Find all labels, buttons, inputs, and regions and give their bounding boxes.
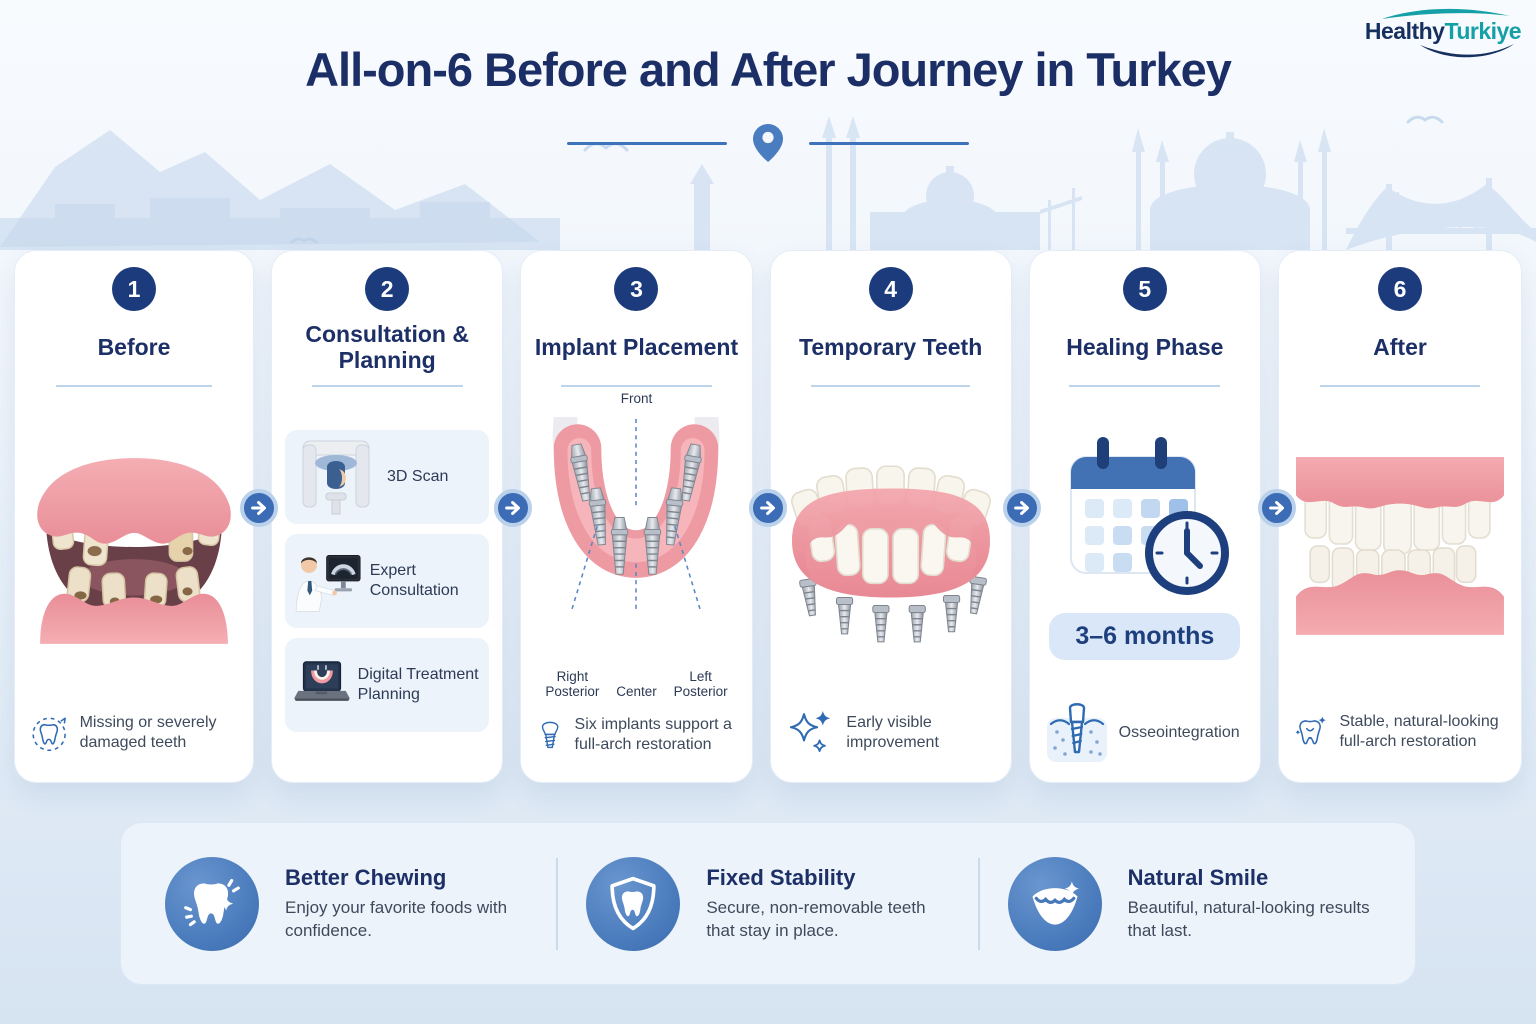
- sub-item-label: Expert Consultation: [369, 562, 459, 599]
- sub-item-digital-planning: Digital Treatment Planning: [285, 637, 490, 732]
- step-arrow-icon: [494, 489, 532, 527]
- damaged-teeth-illustration: [37, 457, 231, 644]
- laptop-plan-illustration: [294, 660, 350, 701]
- brand-word-healthy: Healthy: [1364, 18, 1445, 44]
- divider-line-right: [809, 141, 969, 145]
- temporary-denture-illustration: [790, 464, 991, 643]
- card-divider: [560, 385, 713, 387]
- benefit-description: Enjoy your favorite foods with confidenc…: [285, 898, 508, 940]
- sub-item-expert-consultation: Expert Consultation: [285, 533, 490, 628]
- step-caption: Osseointegration: [1118, 723, 1240, 741]
- sub-item-label: Digital Treatment Planning: [357, 666, 479, 703]
- step-number-badge: 3: [614, 267, 659, 311]
- step-caption: Missing or severely damaged teeth: [79, 713, 217, 751]
- diagram-label-center: Center: [616, 684, 657, 700]
- benefit-description: Secure, non-removable teeth that stay in…: [706, 898, 926, 940]
- six-implants-jaw-illustration: [553, 417, 720, 610]
- implant-icon: [542, 721, 559, 749]
- card-divider: [55, 385, 213, 387]
- card-divider: [811, 385, 970, 387]
- benefits-divider: [977, 857, 980, 950]
- smiling-tooth-icon: [1295, 716, 1326, 745]
- shield-tooth-icon: [610, 876, 656, 930]
- smile-icon: [1032, 881, 1079, 925]
- step-card-before: 1 Before: [14, 250, 254, 783]
- benefit-description: Beautiful, natural-looking results that …: [1127, 898, 1370, 940]
- step-title: Healing Phase: [1066, 334, 1224, 361]
- healing-duration-badge: 3–6 months: [1049, 613, 1241, 660]
- step-card-implant-placement: 3 Implant Placement Front: [520, 250, 753, 783]
- implant-bone-icon: [1046, 703, 1107, 762]
- benefit-fixed-stability: Fixed Stability Secure, non-removable te…: [586, 856, 949, 951]
- step-number-badge: 5: [1122, 267, 1167, 311]
- page-title: All-on-6 Before and After Journey in Tur…: [305, 43, 1232, 96]
- divider-line-left: [567, 141, 727, 145]
- card-divider: [1320, 385, 1480, 387]
- benefit-title: Fixed Stability: [706, 865, 856, 891]
- healthy-teeth-illustration: [1296, 456, 1504, 635]
- sparkles-icon: [789, 710, 830, 753]
- diagram-label-left-posterior: Left Posterior: [673, 668, 728, 700]
- step-arrow-icon: [749, 489, 787, 527]
- step-title: Temporary Teeth: [799, 334, 983, 361]
- calendar-clock-illustration: [1069, 437, 1229, 595]
- step-title: Implant Placement: [534, 334, 739, 361]
- location-pin-icon: [753, 124, 783, 162]
- doctor-monitor-illustration: [295, 554, 361, 612]
- brand-logo: HealthyTurkiye: [1364, 8, 1522, 59]
- tooth-dashed-circle-icon: [32, 717, 66, 752]
- step-caption: Six implants support a full-arch restora…: [574, 715, 732, 753]
- sub-item-label: 3D Scan: [387, 467, 449, 485]
- step-arrow-icon: [1003, 489, 1041, 527]
- step-title: Before: [97, 334, 171, 361]
- step-arrow-icon: [240, 489, 278, 527]
- step-caption: Early visible improvement: [846, 713, 939, 751]
- benefits-divider: [556, 857, 559, 950]
- tooth-sparkle-icon: [184, 878, 240, 926]
- step-number-badge: 6: [1377, 267, 1422, 311]
- benefit-title: Natural Smile: [1127, 865, 1269, 891]
- cbct-scanner-illustration: [302, 440, 370, 514]
- diagram-label-right-posterior: Right Posterior: [545, 668, 600, 700]
- logo-bottom-swoosh: [1420, 44, 1514, 58]
- benefit-natural-smile: Natural Smile Beautiful, natural-looking…: [1007, 856, 1371, 951]
- benefit-title: Better Chewing: [285, 865, 447, 891]
- step-title: Consultation & Planning: [305, 321, 469, 373]
- sub-item-3d-scan: 3D Scan: [285, 429, 490, 524]
- diagram-label-front: Front: [620, 391, 653, 406]
- step-number-badge: 1: [112, 267, 156, 311]
- step-number-badge: 4: [868, 267, 913, 311]
- benefit-better-chewing: Better Chewing Enjoy your favorite foods…: [165, 856, 528, 951]
- benefits-bar: Better Chewing Enjoy your favorite foods…: [120, 822, 1416, 985]
- step-card-consultation: 2 Consultation & Planning: [271, 250, 504, 783]
- step-title: After: [1373, 334, 1427, 361]
- brand-word-turkiye: Turkiye: [1444, 18, 1522, 44]
- card-divider: [311, 385, 463, 387]
- logo-top-swoosh: [1382, 8, 1510, 19]
- step-card-after: 6 After: [1277, 250, 1522, 783]
- step-caption: Stable, natural-looking full-arch restor…: [1339, 712, 1499, 750]
- journey-steps: 1 Before: [14, 250, 1522, 783]
- step-card-temporary-teeth: 4 Temporary Teeth: [769, 250, 1012, 783]
- title-divider: [0, 124, 1536, 162]
- implant-diagram: Front: [534, 391, 738, 704]
- step-number-badge: 2: [365, 267, 410, 311]
- card-divider: [1069, 385, 1221, 387]
- step-card-healing-phase: 5 Healing Phase: [1028, 250, 1261, 783]
- istanbul-skyline-illustration: [0, 115, 1536, 250]
- step-arrow-icon: [1258, 489, 1296, 527]
